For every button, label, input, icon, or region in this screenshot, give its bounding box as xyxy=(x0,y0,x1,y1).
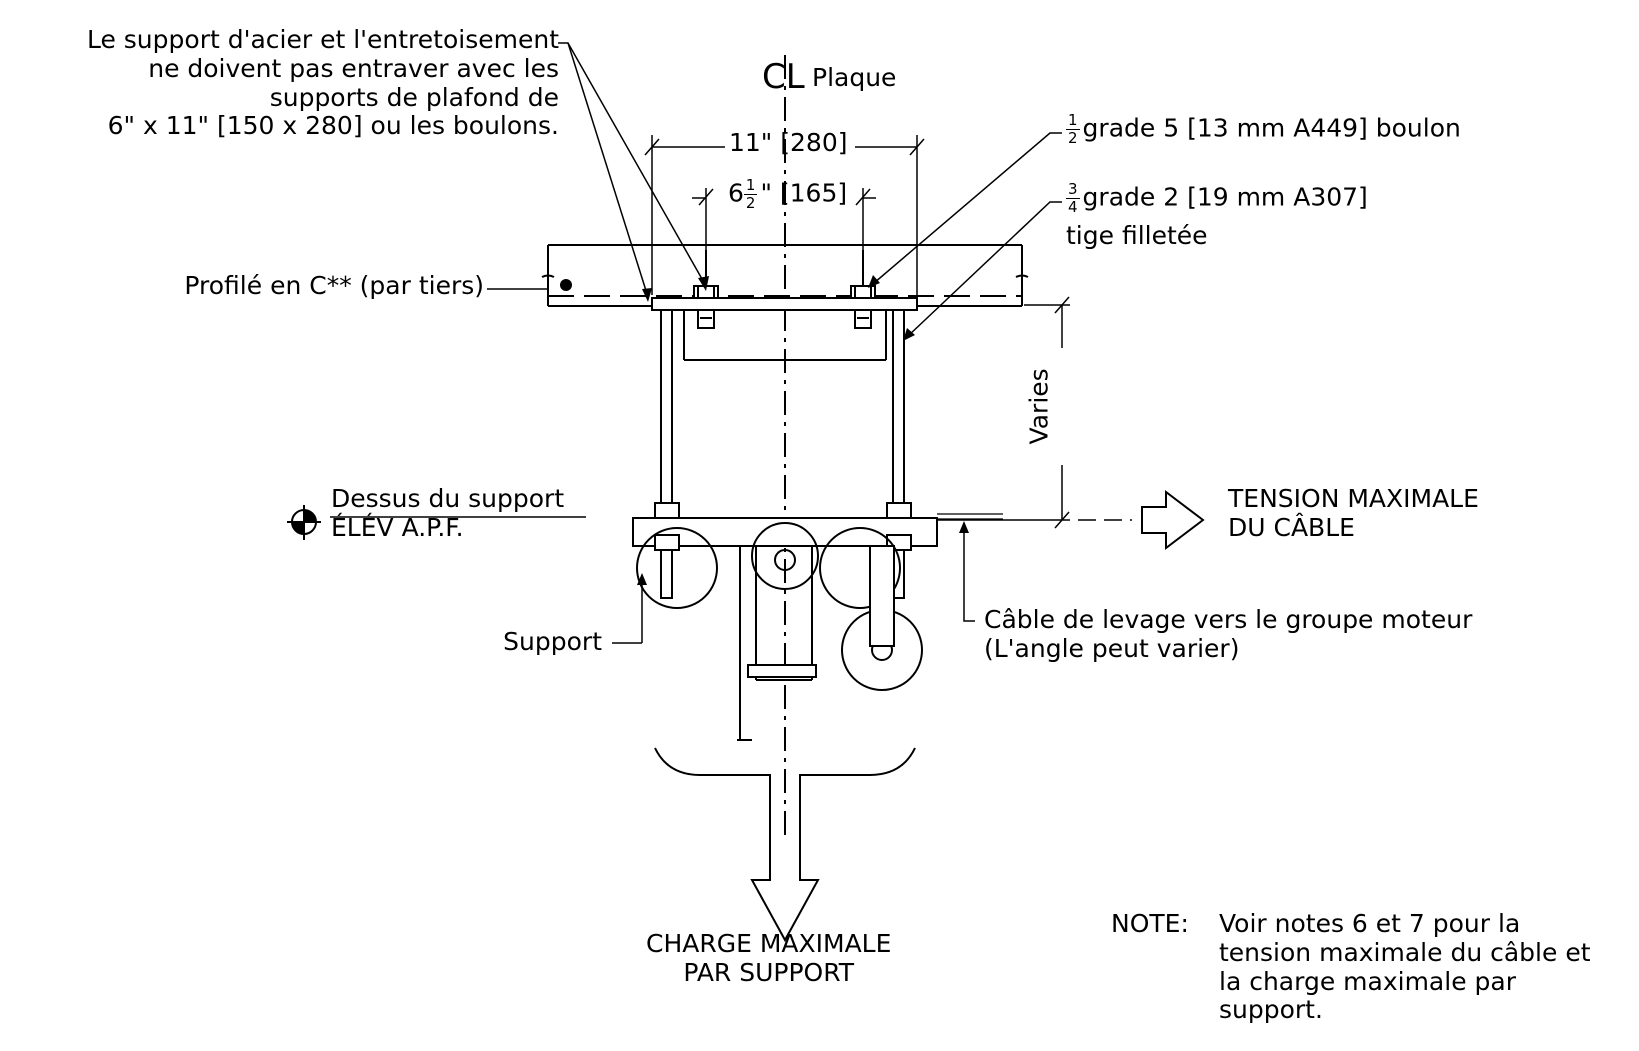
angle-brace xyxy=(683,310,887,361)
support-label: Support xyxy=(503,627,602,656)
arrowheads xyxy=(637,275,969,585)
steel-note: Le support d'acier et l'entretoisement n… xyxy=(86,25,559,141)
note-label: NOTE: xyxy=(1111,909,1189,938)
dim-varies-lines xyxy=(937,296,1070,529)
dim-inner-lines xyxy=(692,188,876,250)
centerline-label: Plaque xyxy=(812,63,897,92)
load-label: CHARGE MAXIMALE PAR SUPPORT xyxy=(646,929,892,987)
rod-spec-line2: tige filletée xyxy=(1066,221,1208,250)
channel-label: Profilé en C** (par tiers) xyxy=(184,271,484,300)
top-bolt-left xyxy=(693,250,719,329)
dim-outer-lines xyxy=(644,135,925,295)
yoke xyxy=(737,546,817,741)
support-top-elevation: Dessus du support ÉLÉV A.P.F. xyxy=(331,484,565,542)
threaded-rod-left xyxy=(660,310,673,505)
tension-label: TENSION MAXIMALE DU CÂBLE xyxy=(1228,484,1479,542)
channel-dot xyxy=(560,279,572,291)
sheaves xyxy=(636,522,923,691)
clamp-plate xyxy=(651,297,918,311)
top-bolt-right xyxy=(850,250,876,329)
leader-lines xyxy=(330,42,1062,644)
note-text: Voir notes 6 et 7 pour la tension maxima… xyxy=(1219,909,1591,1025)
centerline-symbol: CL xyxy=(762,57,805,97)
varies-label: Varies xyxy=(1024,368,1054,445)
elevation-marker-icon xyxy=(287,505,321,540)
tension-arrow xyxy=(1141,489,1205,551)
base-nuts xyxy=(654,502,912,599)
threaded-rod-right xyxy=(892,310,905,505)
load-arrow xyxy=(654,747,916,943)
cable-label: Câble de levage vers le groupe moteur (L… xyxy=(984,605,1473,663)
dim-outer: 11" [280] xyxy=(729,128,848,157)
